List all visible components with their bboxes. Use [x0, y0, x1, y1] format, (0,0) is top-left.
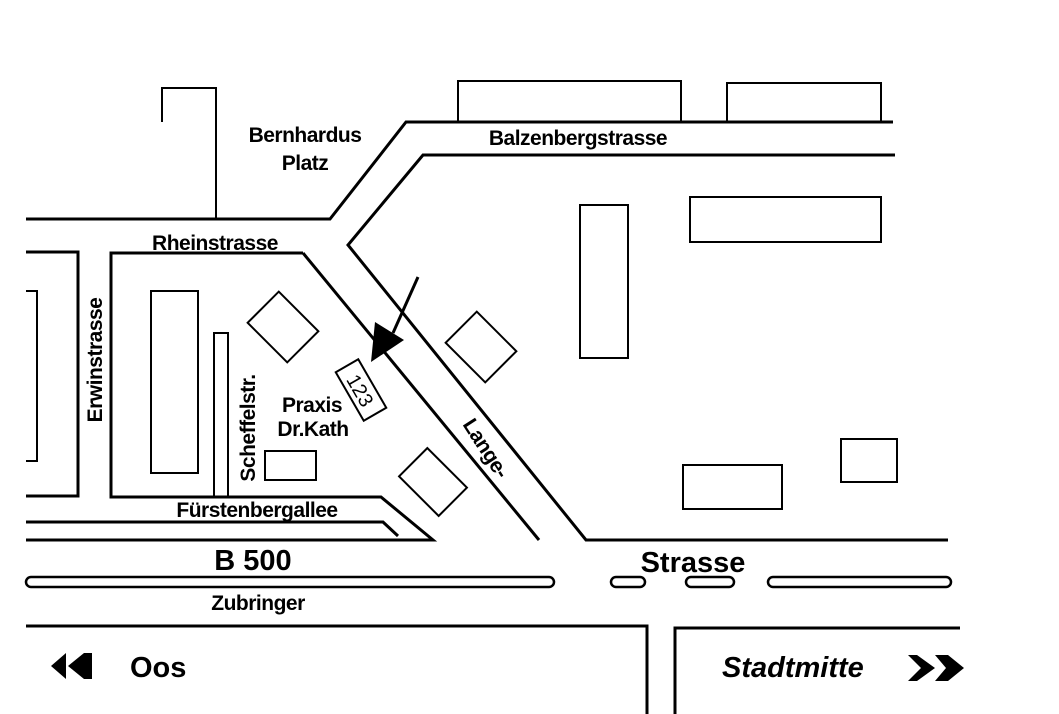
building-east-tall — [579, 204, 629, 359]
road-edge-balzenberg-north — [26, 120, 893, 221]
building-top-2 — [726, 82, 882, 123]
label-b500: B 500 — [214, 545, 291, 577]
building-long-west — [150, 290, 199, 474]
road-edge-lange-west — [301, 252, 541, 541]
label-erwinstrasse: Erwinstrasse — [84, 298, 107, 423]
road-fuerstenberg-south — [26, 520, 400, 538]
road-edge-rhein-south — [26, 250, 80, 498]
label-bernhardus: Bernhardus — [249, 124, 362, 147]
label-stadtmitte: Stadtmitte — [722, 652, 864, 684]
label-scheffelstr: Scheffelstr. — [237, 374, 260, 481]
label-lange: Lange- — [458, 415, 513, 483]
building-praxis-small — [264, 450, 317, 481]
label-fuerstenbergallee: Fürstenbergallee — [176, 499, 337, 522]
label-zubringer: Zubringer — [211, 592, 305, 615]
building-rot-3 — [397, 446, 469, 518]
building-scheffel — [213, 332, 229, 498]
divider-mid-1 — [609, 575, 647, 589]
building-bernhardus — [161, 87, 217, 219]
label-platz: Platz — [282, 152, 329, 175]
road-edge-balzenberg-south — [346, 153, 948, 542]
label-balzenbergstrasse: Balzenbergstrasse — [489, 127, 667, 150]
label-praxis: Praxis — [282, 394, 342, 417]
building-rot-2 — [444, 310, 518, 384]
double-left-arrow-icon — [51, 653, 92, 679]
divider-mid-2 — [684, 575, 736, 589]
divider-east — [766, 575, 953, 589]
divider-west — [24, 575, 556, 589]
building-east-wide — [689, 196, 882, 243]
house-number-marker: 123 — [334, 357, 388, 423]
building-rot-1 — [246, 290, 320, 364]
label-dr-kath: Dr.Kath — [277, 418, 348, 441]
building-east-low — [682, 464, 783, 510]
double-right-arrow-icon — [908, 655, 964, 681]
label-strasse: Strasse — [641, 547, 746, 579]
building-east-square — [840, 438, 898, 483]
label-oos: Oos — [130, 652, 186, 684]
building-left-partial — [26, 290, 38, 462]
road-edge-south-west — [26, 624, 649, 714]
road-edge-south-east — [673, 626, 960, 714]
label-rheinstrasse: Rheinstrasse — [152, 232, 278, 255]
block-west-edge — [26, 251, 438, 542]
location-arrow-icon — [371, 276, 420, 362]
building-top-1 — [457, 80, 682, 123]
